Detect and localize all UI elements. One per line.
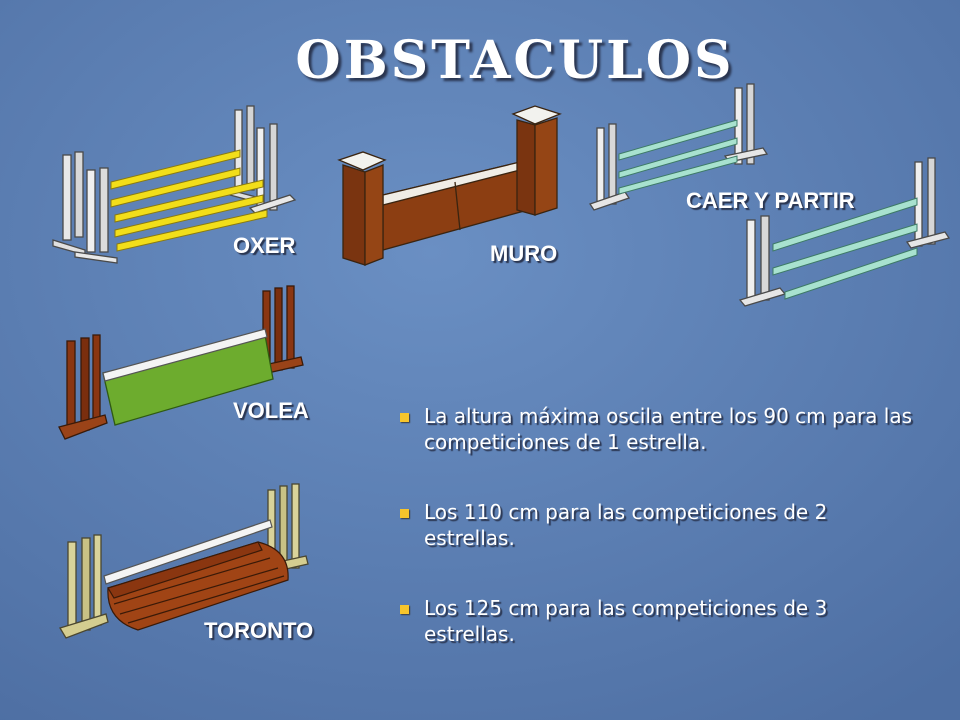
volea-label: VOLEA: [233, 398, 309, 423]
bullet-item-1: La altura máxima oscila entre los 90 cm …: [396, 403, 916, 455]
bullet-item-2: Los 110 cm para las competiciones de 2 e…: [396, 499, 916, 551]
bullet-item-3: Los 125 cm para las competiciones de 3 e…: [396, 595, 916, 647]
caer-y-partir-illustration: [588, 83, 951, 307]
oxer-illustration: [52, 105, 297, 264]
square-bullet-icon: [400, 413, 409, 422]
oxer-label: OXER: [233, 233, 296, 258]
toronto-label: TORONTO: [204, 618, 314, 643]
slide-title: OBSTACULOS: [295, 30, 735, 91]
muro-illustration: [337, 105, 562, 266]
square-bullet-icon: [400, 605, 409, 614]
muro-label: MURO: [490, 241, 558, 266]
bullet-list: La altura máxima oscila entre los 90 cm …: [396, 403, 916, 691]
bullet-text-2: Los 110 cm para las competiciones de 2 e…: [424, 500, 828, 550]
bullet-text-1: La altura máxima oscila entre los 90 cm …: [424, 404, 913, 454]
volea-illustration: [58, 285, 304, 440]
toronto-illustration: [59, 483, 309, 639]
square-bullet-icon: [400, 509, 409, 518]
bullet-text-3: Los 125 cm para las competiciones de 3 e…: [424, 596, 828, 646]
caer-y-partir-label: CAER Y PARTIR: [686, 188, 855, 213]
